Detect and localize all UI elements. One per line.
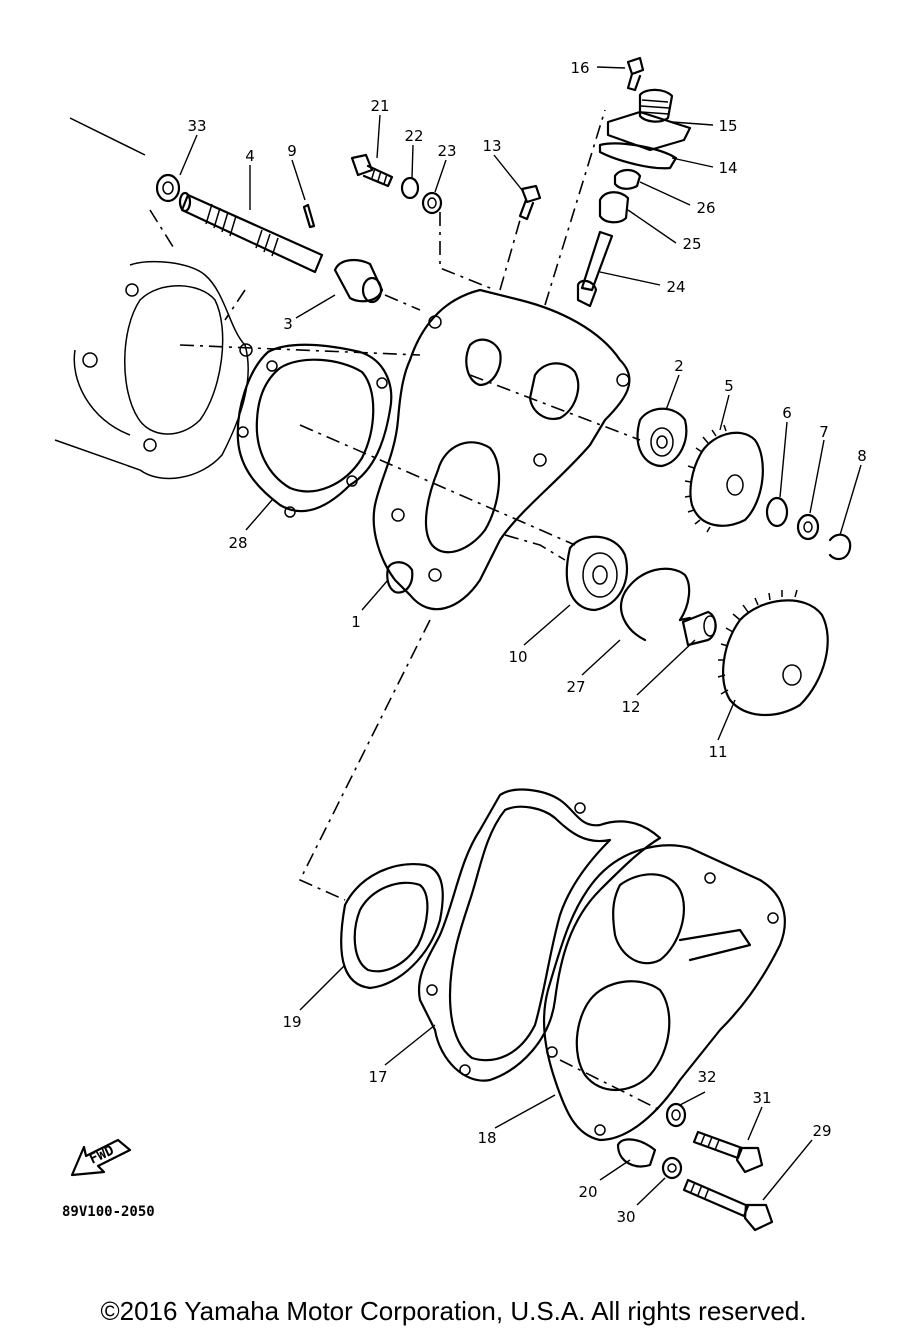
- washer-23: [421, 191, 443, 215]
- callout-9: 9: [287, 142, 297, 160]
- copyright-notice: ©2016 Yamaha Motor Corporation, U.S.A. A…: [100, 1296, 807, 1326]
- callout-33: 33: [187, 117, 206, 135]
- rod-24: [580, 230, 614, 292]
- callout-25: 25: [682, 235, 701, 253]
- gauge-parts: [576, 56, 692, 308]
- callout-12: 12: [621, 698, 640, 716]
- dowel-20: [616, 1138, 657, 1168]
- callout-5: 5: [724, 377, 734, 395]
- washer-7: [796, 513, 820, 541]
- callout-32: 32: [697, 1068, 716, 1086]
- callout-8: 8: [857, 447, 867, 465]
- callout-24: 24: [666, 278, 685, 296]
- callout-3: 3: [283, 315, 293, 333]
- gear-11-group: [620, 567, 829, 717]
- bolts-lower: [616, 1102, 774, 1232]
- callout-2: 2: [674, 357, 684, 375]
- callout-17: 17: [368, 1068, 387, 1086]
- callout-14: 14: [718, 159, 737, 177]
- callout-13: 13: [482, 137, 501, 155]
- callout-7: 7: [819, 423, 829, 441]
- washer-33: [155, 173, 181, 203]
- pin-9: [302, 203, 316, 229]
- circlip-27: [620, 567, 691, 642]
- bolt-31: [692, 1130, 744, 1160]
- engine-case-outline: [54, 117, 253, 480]
- washer-32: [665, 1102, 687, 1128]
- alignment-lines: [149, 109, 661, 1111]
- fitting-15: [638, 88, 674, 123]
- washer-22: [400, 176, 420, 200]
- callout-19: 19: [282, 1013, 301, 1031]
- callout-22: 22: [404, 127, 423, 145]
- washer-30: [661, 1156, 683, 1180]
- collar-3: [333, 258, 384, 303]
- fwd-label: FWD: [87, 1142, 117, 1167]
- callout-6: 6: [782, 404, 792, 422]
- gasket-14: [598, 142, 678, 170]
- callout-20: 20: [578, 1183, 597, 1201]
- bearings: [565, 407, 688, 612]
- gasket-28: [236, 343, 393, 518]
- oil-seal-19: [340, 863, 444, 990]
- drawing-code: 89V100-2050: [62, 1204, 155, 1220]
- shaft-4: [180, 193, 324, 274]
- callout-18: 18: [477, 1129, 496, 1147]
- bolts-upper: [350, 153, 542, 221]
- shaft-assembly: [155, 173, 384, 304]
- callout-10: 10: [508, 648, 527, 666]
- pin-12: [681, 610, 717, 647]
- callout-11: 11: [708, 743, 727, 761]
- callout-23: 23: [437, 142, 456, 160]
- gear-5-group: [684, 424, 852, 561]
- callout-27: 27: [566, 678, 585, 696]
- gasket-17: [417, 788, 662, 1082]
- part-26: [613, 168, 642, 190]
- fwd-arrow-icon: FWD: [70, 1138, 132, 1177]
- screw-13: [520, 184, 542, 204]
- callout-16: 16: [570, 59, 589, 77]
- bearing-10: [565, 535, 629, 612]
- gear-11: [722, 599, 829, 717]
- callout-4: 4: [245, 147, 255, 165]
- callout-1: 1: [351, 613, 361, 631]
- callout-15: 15: [718, 117, 737, 135]
- callout-29: 29: [812, 1122, 831, 1140]
- housing-1: [372, 288, 631, 611]
- bolt-29: [682, 1178, 750, 1218]
- washer-6: [765, 496, 789, 528]
- callout-26: 26: [696, 199, 715, 217]
- bearing-2: [636, 407, 688, 468]
- callout-28: 28: [228, 534, 247, 552]
- callout-labels: 33 4 9 3 21 22 23 13 16 15 14 26 25 24 2…: [187, 59, 866, 1226]
- callout-31: 31: [752, 1089, 771, 1107]
- clip-8: [828, 533, 852, 561]
- callout-21: 21: [370, 97, 389, 115]
- part-25: [598, 191, 630, 224]
- bolt-21-head: [350, 153, 374, 177]
- screw-16: [626, 56, 645, 76]
- callout-30: 30: [616, 1208, 635, 1226]
- cover-18: [542, 844, 786, 1142]
- leader-lines: [179, 66, 862, 1206]
